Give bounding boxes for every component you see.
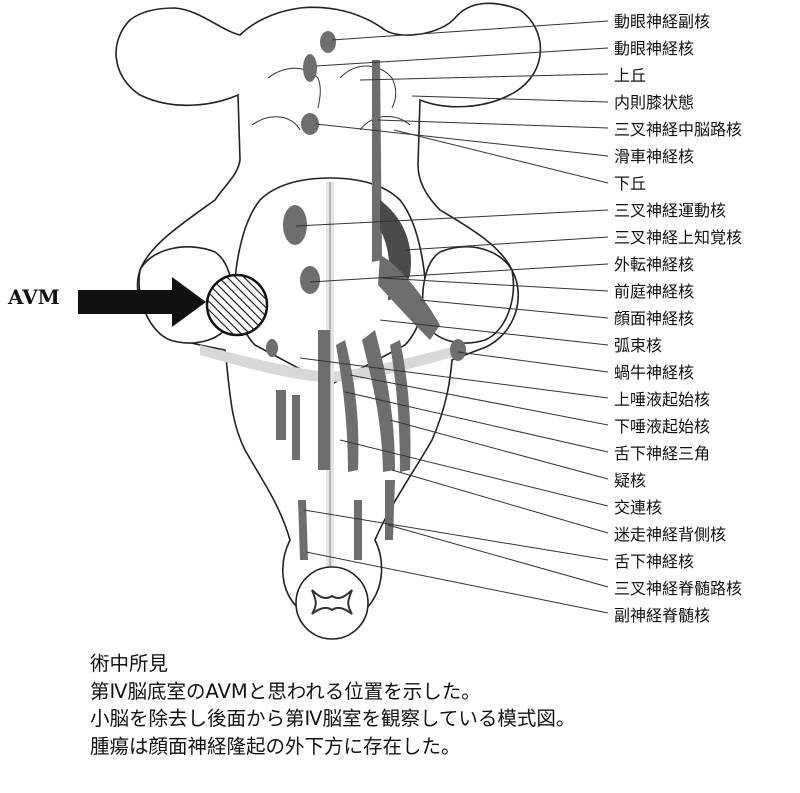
label-trigeminal-principal-sensory: 三叉神経上知覚核 — [614, 228, 742, 247]
label-accessory-spinal-nucleus: 副神経脊髄核 — [614, 606, 710, 625]
label-commissural-nucleus: 交連核 — [614, 498, 662, 517]
avm-label: AVM — [7, 285, 60, 309]
label-medial-geniculate: 内則膝状態 — [614, 93, 694, 112]
label-superior-colliculus: 上丘 — [614, 66, 646, 85]
structure-labels: 動眼神経副核 動眼神経核 上丘 内則膝状態 三叉神経中脳路核 滑車神経核 下丘 … — [614, 12, 742, 625]
label-vestibular-nucleus: 前庭神経核 — [614, 282, 694, 301]
label-spinal-trigeminal: 三叉神経脊髄路核 — [614, 579, 742, 598]
label-superior-salivatory: 上唾液起始核 — [614, 390, 710, 409]
label-hypoglossal-nucleus: 舌下神経核 — [614, 552, 694, 571]
caption-title: 術中所見 — [90, 652, 169, 675]
nuclei — [266, 31, 466, 560]
avm-arrow — [78, 277, 206, 327]
label-abducens-nucleus: 外転神経核 — [614, 255, 694, 274]
figure-caption: 術中所見 第Ⅳ脳底室のAVMと思われる位置を示した。 小脳を除去し後面から第Ⅳ脳… — [90, 650, 790, 760]
label-inferior-colliculus: 下丘 — [614, 174, 646, 193]
caption-line-4: 腫瘍は顔面神経隆起の外下方に存在した。 — [90, 734, 461, 758]
label-facial-nucleus: 顔面神経核 — [614, 309, 694, 328]
label-trigeminal-mesencephalic: 三叉神経中脳路核 — [614, 120, 742, 139]
brainstem-diagram: AVM 動眼神経副核 動眼神経核 上丘 内則膝状態 三叉神経中脳路核 滑車神経核 — [7, 2, 742, 640]
avm-lesion — [205, 273, 269, 337]
leader-lines — [295, 20, 609, 614]
label-trigeminal-motor: 三叉神経運動核 — [614, 201, 726, 220]
caption-line-3: 小脳を除去し後面から第Ⅳ脳室を観察している模式図。 — [90, 707, 576, 730]
label-trochlear-nucleus: 滑車神経核 — [614, 147, 694, 166]
label-hypoglossal-trigone: 舌下神経三角 — [614, 444, 710, 463]
label-nucleus-ambiguus: 疑核 — [614, 471, 646, 490]
avm-marker: AVM — [7, 273, 269, 337]
caption-line-2: 第Ⅳ脳底室のAVMと思われる位置を示した。 — [90, 679, 481, 703]
label-oculomotor-accessory-nucleus: 動眼神経副核 — [614, 12, 710, 31]
label-cochlear-nucleus: 蝸牛神経核 — [614, 363, 694, 382]
label-oculomotor-nucleus: 動眼神経核 — [614, 39, 694, 58]
label-dorsal-vagal-nucleus: 迷走神経背側核 — [614, 525, 726, 544]
label-inferior-salivatory: 下唾液起始核 — [614, 417, 710, 436]
label-solitary-nucleus: 弧束核 — [614, 336, 662, 355]
